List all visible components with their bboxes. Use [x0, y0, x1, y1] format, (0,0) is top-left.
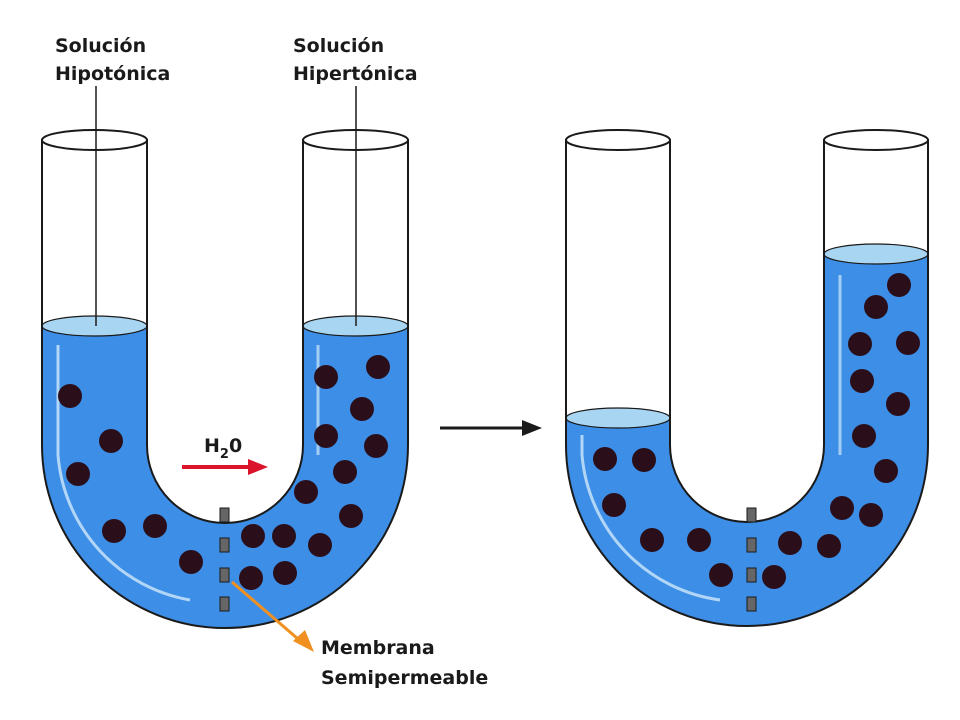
surface-left-after [565, 407, 671, 429]
rim-left-before [41, 129, 148, 151]
surface-right-after [823, 243, 929, 265]
rim-left-after [565, 129, 671, 151]
u-tube-before [41, 129, 409, 629]
water-flow-arrow: H20 [182, 435, 268, 475]
membrane-label: Membrana Semipermeable [321, 637, 488, 689]
membrane-pointer [231, 580, 314, 652]
left-solution-label: Solución Hipotónica [55, 35, 170, 85]
rim-right-after [823, 129, 929, 151]
right-solution-label: Solución Hipertónica [293, 35, 418, 85]
surface-left-before [41, 315, 148, 337]
tube-outline-before [41, 139, 409, 629]
tube-outline-after [565, 139, 929, 627]
membrane-after [746, 507, 757, 612]
particles-before [58, 355, 390, 590]
u-tube-after [565, 129, 929, 627]
particles-after [593, 273, 920, 589]
right-arrow-icon [440, 420, 542, 436]
water-label: H20 [204, 435, 242, 462]
membrane-before [219, 507, 230, 612]
liquid-before [42, 326, 408, 628]
